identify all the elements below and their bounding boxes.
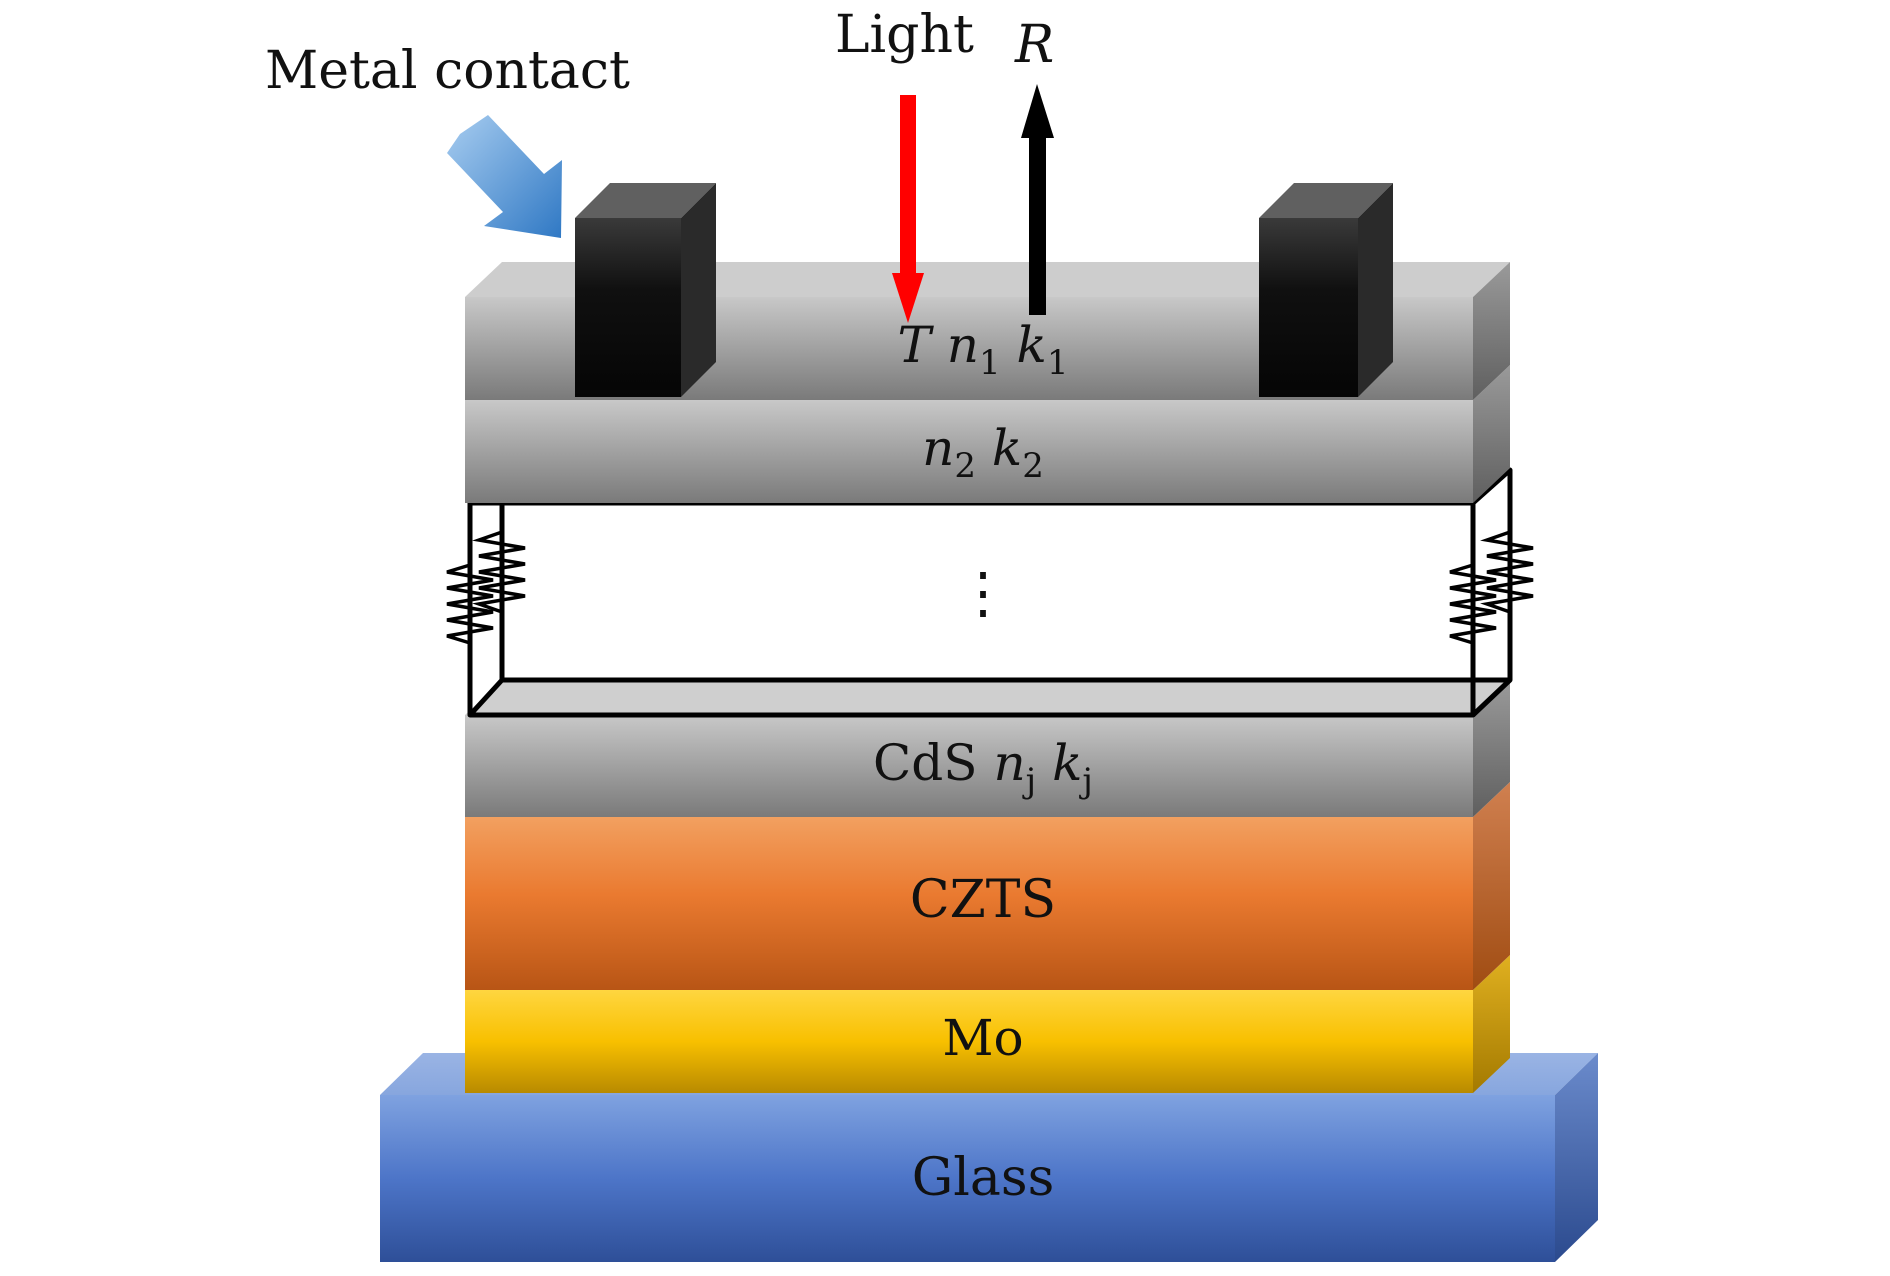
arrow-up-icon [1021,84,1054,315]
cds-label: CdS nj kj [873,734,1093,801]
second-layer: n2 k2 [465,365,1510,503]
zigzag-spring-icon [446,530,1534,645]
metal-contact-left [575,183,716,397]
arrow-pointer-icon [447,115,562,238]
metal-contact-right [1259,183,1393,397]
mo-layer: Mo [465,955,1510,1093]
glass-label: Glass [912,1148,1055,1208]
second-layer-label: n2 k2 [922,419,1044,486]
light-label: Light [835,5,974,65]
top-layer-label: T n1 k1 [898,316,1069,383]
czts-label: CZTS [910,870,1056,930]
metal-contact-label: Metal contact [265,41,630,101]
czts-layer: CZTS [465,782,1510,990]
cds-layer: CdS nj kj [465,680,1510,817]
reflected-label: R [1014,15,1054,75]
arrow-down-icon [892,95,924,323]
mo-label: Mo [942,1009,1023,1067]
more-layers-ellipsis: ⋮ [955,561,1011,626]
